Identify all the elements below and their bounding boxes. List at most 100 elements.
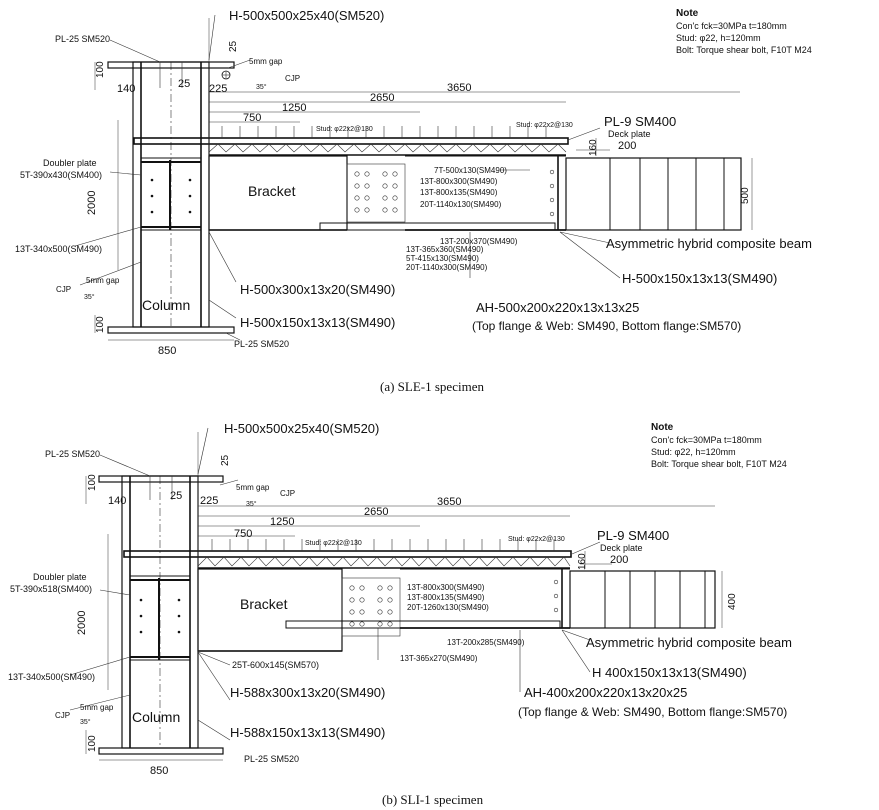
doubler-plate-label: Doubler plate (43, 158, 97, 168)
weld-dot (188, 194, 192, 198)
web-splice-plate (346, 163, 406, 223)
top-plate-label: PL-25 SM520 (55, 34, 110, 44)
panel-a: Note Con'c fck=30MPa t=180mm Stud: φ22, … (15, 8, 812, 394)
dim-value: 140 (117, 83, 135, 95)
deck-plate-profile (208, 143, 567, 153)
dim-value: 850 (158, 345, 176, 357)
weld-dot (150, 178, 154, 182)
dim-value: 100 (87, 474, 98, 491)
hybrid-beam-label: Asymmetric hybrid composite beam (606, 236, 812, 251)
caption: (a) SLE-1 specimen (380, 379, 484, 394)
studs (221, 126, 547, 138)
weld-dot (188, 178, 192, 182)
caption: (b) SLI-1 specimen (382, 792, 484, 807)
splice-label: 20T-1260x130(SM490) (407, 603, 489, 612)
panel-b: Note Con'c fck=30MPa t=180mm Stud: φ22, … (8, 421, 792, 807)
stud-label: Stud: φ22x2@130 (508, 536, 565, 543)
splice-lower-label: 13T-365x360(SM490) (406, 245, 484, 254)
angle-label: 35° (246, 500, 257, 508)
note-line: Stud: φ22, h=120mm (676, 33, 761, 43)
dim-value: 1250 (270, 516, 294, 528)
dim-value: 25 (170, 490, 182, 502)
stud-label: Stud: φ22x2@130 (516, 122, 573, 129)
column-section-label: H-500x500x25x40(SM520) (229, 8, 384, 23)
angle-label: 35° (84, 293, 95, 301)
dim-value: 2650 (364, 506, 388, 518)
dim-value: 850 (150, 765, 168, 777)
base-plate (107, 326, 235, 334)
bracket-label: Bracket (248, 183, 296, 199)
deck-plate-label: Deck plate (600, 543, 643, 553)
gap-label: 5mm gap (86, 276, 120, 285)
dimension-lines (85, 432, 723, 761)
angle-label: 35° (80, 718, 91, 726)
studs (211, 539, 555, 551)
splice-label: 7T-500x130(SM490) (434, 166, 507, 175)
cjp-label: CJP (285, 74, 300, 83)
dim-value: 25 (228, 40, 239, 52)
loading-beam (569, 570, 716, 629)
dim-value: 225 (200, 495, 218, 507)
cjp-label: CJP (280, 489, 295, 498)
dim-value: 750 (234, 528, 252, 540)
stiffener-25t-label: 25T-600x145(SM570) (232, 660, 319, 670)
bolt (549, 211, 555, 217)
dim-value: 2650 (370, 92, 394, 104)
bolt (553, 593, 559, 599)
dim-value: 3650 (437, 496, 461, 508)
bracket-section-label: H-588x300x13x20(SM490) (230, 685, 385, 700)
splice-label: 13T-800x300(SM490) (420, 177, 498, 186)
dim-value: 2000 (76, 611, 88, 635)
splice-bolts (354, 171, 398, 213)
splice-lower-label: 20T-1140x300(SM490) (406, 263, 488, 272)
weld-dot (139, 598, 143, 602)
splice-lower-label: 5T-415x130(SM490) (406, 254, 479, 263)
weld-dot (177, 598, 181, 602)
weld-dot (150, 194, 154, 198)
weld-dot (139, 630, 143, 634)
weld-dot (188, 210, 192, 214)
bracket-label: Bracket (240, 596, 288, 612)
dim-value: 100 (95, 316, 106, 333)
bolt (549, 169, 555, 175)
ah-description: (Top flange & Web: SM490, Bottom flange:… (518, 705, 787, 719)
note-title: Note (676, 8, 699, 19)
splice-lower-label: 13T-365x270(SM490) (400, 654, 478, 663)
doubler-plate-spec: 5T-390x430(SM400) (20, 170, 102, 180)
stud-label: Stud: φ22x2@130 (305, 540, 362, 547)
dim-value: 1250 (282, 102, 306, 114)
deck-plate-profile (197, 556, 571, 567)
leader-lines (74, 14, 621, 341)
splice-label: 13T-800x300(SM490) (407, 583, 485, 592)
note-line: Stud: φ22, h=120mm (651, 447, 736, 457)
top-plate-label: PL-25 SM520 (45, 449, 100, 459)
dim-value: 200 (610, 554, 628, 566)
stud-label: Stud: φ22x2@130 (316, 126, 373, 133)
web-splice-plate (341, 577, 401, 637)
hybrid-beam-label: Asymmetric hybrid composite beam (586, 635, 792, 650)
splice-bolts (349, 585, 393, 627)
weld-dot (177, 630, 181, 634)
bolt (549, 183, 555, 189)
note-line: Con'c fck=30MPa t=180mm (651, 435, 762, 445)
dim-value: 225 (209, 83, 227, 95)
bottom-flange-splice (319, 222, 556, 231)
ah-section-label: AH-400x200x220x13x20x25 (524, 685, 687, 700)
weld-dot (139, 614, 143, 618)
dim-value: 200 (618, 140, 636, 152)
base-plate (98, 747, 224, 755)
bolt (549, 197, 555, 203)
gap-label: 5mm gap (249, 57, 283, 66)
note-title: Note (651, 422, 674, 433)
dim-value: 140 (108, 495, 126, 507)
cjp-label: CJP (55, 711, 70, 720)
bottom-flange-splice (285, 620, 561, 629)
loading-beam (565, 157, 742, 231)
dimension-lines (94, 18, 753, 341)
beam-section-label: H 400x150x13x13(SM490) (592, 665, 747, 680)
ah-section-label: AH-500x200x220x13x13x25 (476, 300, 639, 315)
angle-label: 35° (256, 83, 267, 91)
dim-value: 100 (87, 735, 98, 752)
dim-value: 2000 (86, 191, 98, 215)
